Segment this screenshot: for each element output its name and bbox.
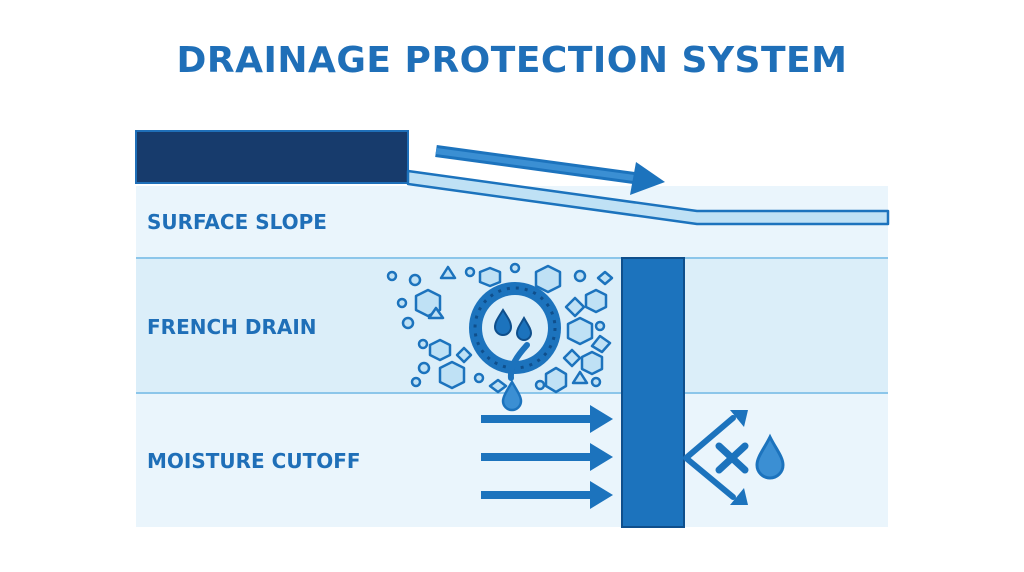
flow-arrow <box>435 145 665 195</box>
water-drop <box>493 308 513 336</box>
layer-label-surface-slope: SURFACE SLOPE <box>147 210 327 234</box>
cutoff-wall <box>621 257 685 528</box>
flow-arrow <box>481 405 613 509</box>
perforated-pipe <box>469 282 561 374</box>
layer-label-french-drain: FRENCH DRAIN <box>147 315 317 339</box>
gravel <box>386 262 614 394</box>
blocked-water-icon <box>683 410 785 505</box>
sloped-surface <box>406 169 890 226</box>
diagram-title: DRAINAGE PROTECTION SYSTEM <box>176 40 848 81</box>
water-drop <box>515 315 533 341</box>
layer-label-moisture-cutoff: MOISTURE CUTOFF <box>147 449 361 473</box>
water-drop <box>501 342 530 412</box>
slab <box>135 130 409 184</box>
